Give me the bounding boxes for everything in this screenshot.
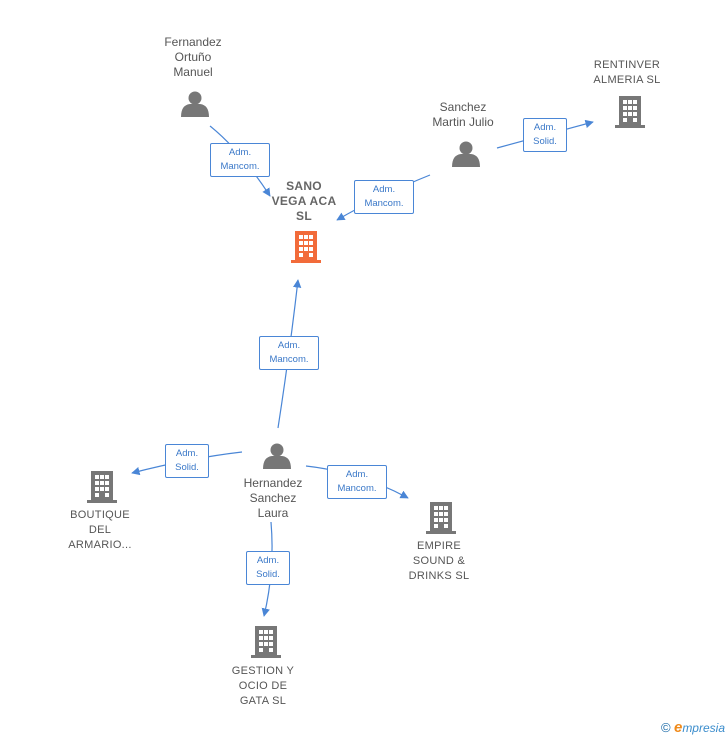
edge-label-hernandez-empire: Adm. Mancom.	[327, 465, 387, 499]
person-icon	[452, 141, 480, 167]
building-icon-empire	[426, 502, 456, 534]
person-icon	[181, 91, 209, 117]
copyright-icon: ©	[661, 720, 671, 735]
node-label-gestion[interactable]: GESTION Y OCIO DE GATA SL	[231, 665, 295, 707]
edge-label-fernandez-sano: Adm. Mancom.	[210, 143, 270, 177]
node-label-hernandez[interactable]: Hernandez Sanchez Laura	[243, 476, 303, 520]
node-label-fernandez[interactable]: Fernandez Ortuño Manuel	[164, 35, 222, 79]
person-icon	[263, 443, 291, 469]
brand-logo-e: e	[673, 719, 683, 736]
node-label-sanchez[interactable]: Sanchez Martin Julio	[432, 100, 494, 129]
edge-label-hernandez-sano: Adm. Mancom.	[259, 336, 319, 370]
edge-label-sanchez-sano: Adm. Mancom.	[354, 180, 414, 214]
node-label-sano[interactable]: SANO VEGA ACA SL	[271, 179, 337, 223]
building-icon-sano	[291, 231, 321, 263]
building-icon-boutique	[87, 471, 117, 503]
building-icon-rentinver	[615, 96, 645, 128]
node-label-empire[interactable]: EMPIRE SOUND & DRINKS SL	[408, 540, 470, 582]
brand-logo-text: mpresia	[682, 721, 725, 735]
node-label-rentinver[interactable]: RENTINVER ALMERIA SL	[593, 59, 661, 86]
brand-footer: © empresia	[661, 719, 725, 736]
edge-label-hernandez-gestion: Adm. Solid.	[246, 551, 290, 585]
edge-label-hernandez-boutique: Adm. Solid.	[165, 444, 209, 478]
edge-label-sanchez-rentinver: Adm. Solid.	[523, 118, 567, 152]
building-icon-gestion	[251, 626, 281, 658]
node-label-boutique[interactable]: BOUTIQUE DEL ARMARIO...	[68, 509, 132, 551]
